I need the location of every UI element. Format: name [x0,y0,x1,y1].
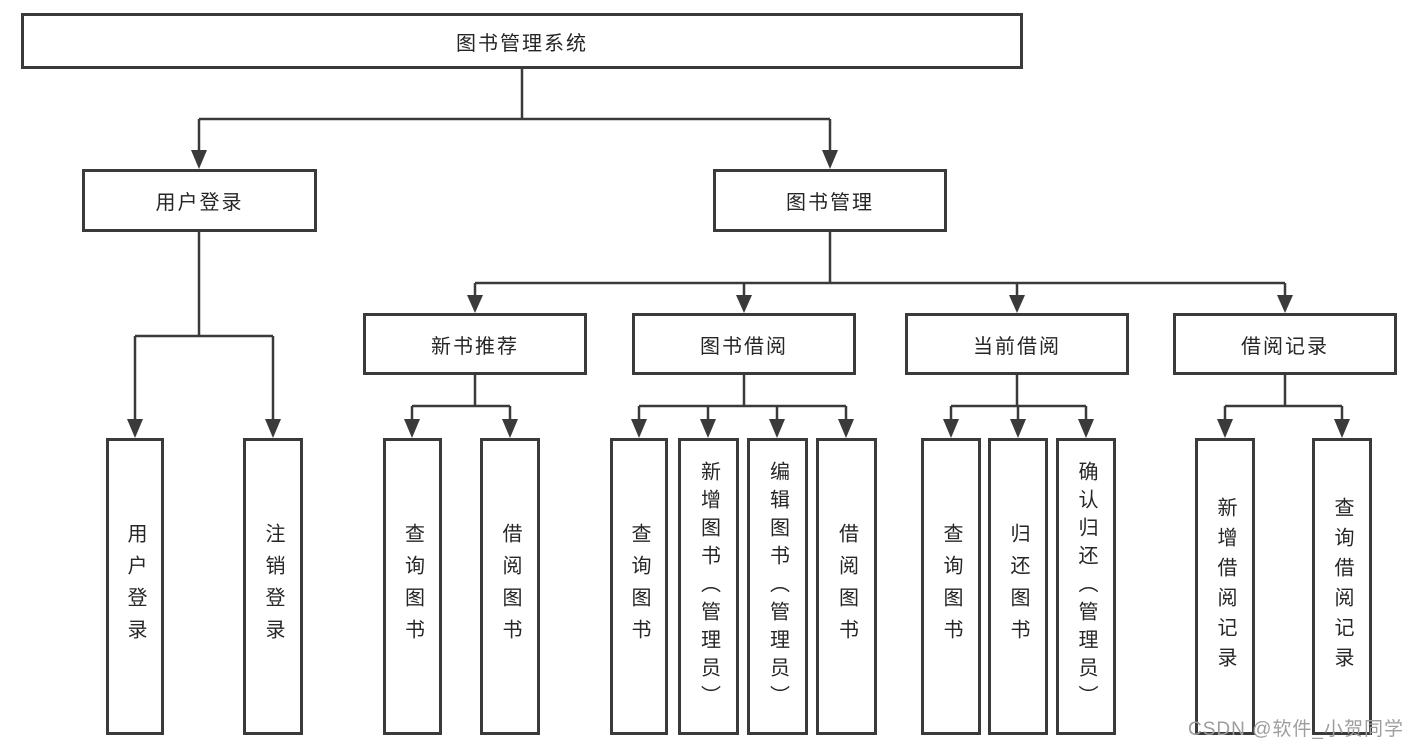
arrowhead-icon [943,419,959,438]
recommend-children-connector [404,375,518,438]
leaf-borrow-books: 借阅图书 [816,438,877,735]
book-mgmt-children-connector [467,232,1293,313]
node-book-borrow: 图书借阅 [632,313,856,375]
leaf-borrow-books-recommend: 借阅图书 [480,438,540,735]
arrowhead-icon [467,295,483,313]
leaf-query-books-borrow: 查询图书 [610,438,668,735]
node-new-book-recommend: 新书推荐 [363,313,587,375]
borrow-children-connector [631,375,854,438]
leaf-add-books-admin: 新增图书（管理员） [678,438,739,735]
leaf-query-borrow-record: 查询借阅记录 [1312,438,1372,735]
current-children-connector [943,375,1094,438]
arrowhead-icon [265,419,281,438]
user-login-children-connector [127,232,281,438]
node-borrow-record: 借阅记录 [1173,313,1397,375]
node-user-login: 用户登录 [82,169,317,232]
leaf-user-login: 用户登录 [106,438,164,735]
arrowhead-icon [502,419,518,438]
arrowhead-icon [736,295,752,313]
leaf-add-borrow-record: 新增借阅记录 [1195,438,1255,735]
arrowhead-icon [631,419,647,438]
record-children-connector [1217,375,1350,438]
arrowhead-icon [1010,419,1026,438]
arrowhead-icon [191,150,207,169]
arrowhead-icon [1078,419,1094,438]
root-to-level1-connector [191,69,838,169]
arrowhead-icon [1217,419,1233,438]
arrowhead-icon [822,150,838,169]
arrowhead-icon [1277,295,1293,313]
node-root-system: 图书管理系统 [21,13,1023,69]
arrowhead-icon [127,419,143,438]
leaf-logout: 注销登录 [243,438,303,735]
leaf-query-books-current: 查询图书 [921,438,981,735]
leaf-confirm-return-admin: 确认归还（管理员） [1056,438,1116,735]
leaf-query-books-recommend: 查询图书 [383,438,442,735]
arrowhead-icon [1334,419,1350,438]
csdn-watermark: CSDN @软件_小贺同学 [1188,719,1404,740]
arrowhead-icon [700,419,716,438]
node-book-management: 图书管理 [713,169,947,232]
arrowhead-icon [1009,295,1025,313]
arrowhead-icon [769,419,785,438]
arrowhead-icon [404,419,420,438]
leaf-edit-books-admin: 编辑图书（管理员） [747,438,808,735]
leaf-return-books: 归还图书 [988,438,1048,735]
arrowhead-icon [838,419,854,438]
node-current-borrow: 当前借阅 [905,313,1129,375]
